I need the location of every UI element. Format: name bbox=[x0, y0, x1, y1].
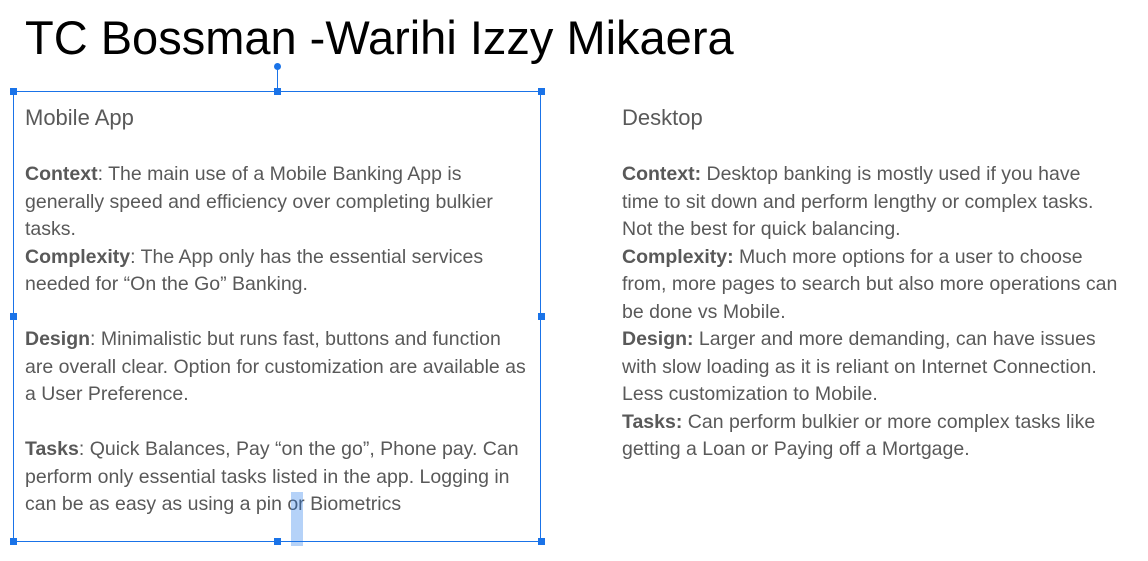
mobile-complexity-text: : The App only has the essential service… bbox=[25, 245, 484, 296]
mobile-tasks-label: Tasks bbox=[25, 438, 79, 460]
rotate-handle[interactable] bbox=[274, 63, 281, 70]
rotate-handle-line bbox=[277, 68, 278, 92]
slide-title[interactable]: TC Bossman -Warihi Izzy Mikaera bbox=[25, 11, 734, 64]
mobile-context-text: : The main use of a Mobile Banking App i… bbox=[25, 163, 493, 240]
desktop-complexity-paragraph: Complexity: Much more options for a user… bbox=[622, 244, 1122, 327]
resize-handle-bottom-center[interactable] bbox=[274, 538, 281, 545]
desktop-tasks-text: Can perform bulkier or more complex task… bbox=[622, 410, 1096, 461]
resize-handle-top-right[interactable] bbox=[538, 88, 545, 95]
desktop-complexity-text: Much more options for a user to choose f… bbox=[622, 245, 1118, 323]
desktop-heading: Desktop bbox=[622, 105, 703, 130]
desktop-context-paragraph: Context: Desktop banking is mostly used … bbox=[622, 161, 1122, 244]
mobile-design-label: Design bbox=[25, 328, 91, 350]
mobile-app-heading: Mobile App bbox=[25, 105, 134, 130]
desktop-complexity-label: Complexity: bbox=[622, 245, 734, 268]
desktop-tasks-paragraph: Tasks: Can perform bulkier or more compl… bbox=[622, 409, 1122, 464]
resize-handle-middle-left[interactable] bbox=[10, 313, 17, 320]
resize-handle-middle-right[interactable] bbox=[538, 313, 545, 320]
mobile-complexity-label: Complexity bbox=[25, 245, 131, 268]
desktop-text-box[interactable]: Desktop Context: Desktop banking is most… bbox=[622, 104, 1122, 464]
mobile-design-text: : Minimalistic but runs fast, buttons an… bbox=[25, 328, 526, 405]
mobile-complexity-paragraph: Complexity: The App only has the essenti… bbox=[25, 244, 530, 299]
desktop-design-text: Larger and more demanding, can have issu… bbox=[622, 328, 1097, 405]
resize-handle-bottom-right[interactable] bbox=[538, 538, 545, 545]
desktop-design-paragraph: Design: Larger and more demanding, can h… bbox=[622, 326, 1122, 409]
resize-handle-bottom-left[interactable] bbox=[10, 538, 17, 545]
mobile-context-paragraph: Context: The main use of a Mobile Bankin… bbox=[25, 161, 530, 244]
desktop-design-label: Design: bbox=[622, 328, 694, 350]
desktop-context-label: Context: bbox=[622, 163, 702, 185]
resize-handle-top-center[interactable] bbox=[274, 88, 281, 95]
desktop-context-text: Desktop banking is mostly used if you ha… bbox=[622, 163, 1094, 240]
desktop-tasks-label: Tasks: bbox=[622, 410, 683, 433]
mobile-design-paragraph: Design: Minimalistic but runs fast, butt… bbox=[25, 326, 530, 409]
mobile-app-text-box[interactable]: Mobile App Context: The main use of a Mo… bbox=[25, 104, 530, 519]
mobile-tasks-text: : Quick Balances, Pay “on the go”, Phone… bbox=[25, 438, 519, 515]
mobile-context-label: Context bbox=[25, 163, 98, 185]
mobile-tasks-paragraph: Tasks: Quick Balances, Pay “on the go”, … bbox=[25, 436, 530, 519]
resize-handle-top-left[interactable] bbox=[10, 88, 17, 95]
text-cursor-highlight bbox=[291, 492, 303, 546]
